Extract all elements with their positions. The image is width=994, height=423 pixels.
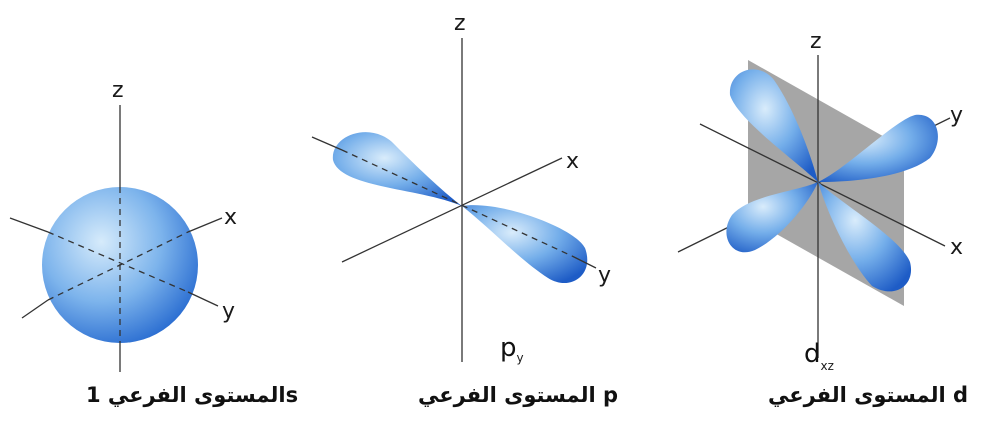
p-x-label: x	[566, 149, 579, 174]
d-orbital-subscript: xz	[821, 359, 834, 373]
p-z-label: z	[454, 11, 466, 36]
p-y-label: y	[598, 263, 611, 288]
d-x-label: x	[950, 235, 963, 260]
s-x-axis-back	[22, 300, 48, 318]
p-caption: المستوى الفرعي p	[418, 383, 618, 407]
p-y-axis-back	[312, 137, 342, 150]
d-z-label: z	[810, 29, 822, 54]
s-z-label: z	[112, 78, 124, 103]
d-caption: المستوى الفرعي d	[768, 383, 968, 407]
s-x-label: x	[224, 205, 237, 230]
s-y-label: y	[222, 299, 235, 324]
d-y-label: y	[950, 103, 963, 128]
p-orbital-subscript: y	[517, 351, 524, 365]
p-lobe-front	[462, 205, 587, 283]
p-lobe-back	[333, 132, 462, 206]
d-orbital-name: dxz	[804, 339, 834, 373]
s-y-axis-back	[10, 218, 48, 232]
s-y-axis-front	[188, 292, 218, 306]
s-orbital-diagram: z x y المستوى الفرعي 1s	[10, 78, 298, 407]
p-orbital-diagram: z x y py المستوى الفرعي p	[312, 11, 618, 407]
p-orbital-name: py	[500, 333, 524, 365]
s-x-axis-front	[188, 218, 222, 232]
d-orbital-diagram: z y x dxz المستوى الفرعي d	[678, 29, 968, 407]
s-caption: المستوى الفرعي 1s	[86, 383, 298, 407]
